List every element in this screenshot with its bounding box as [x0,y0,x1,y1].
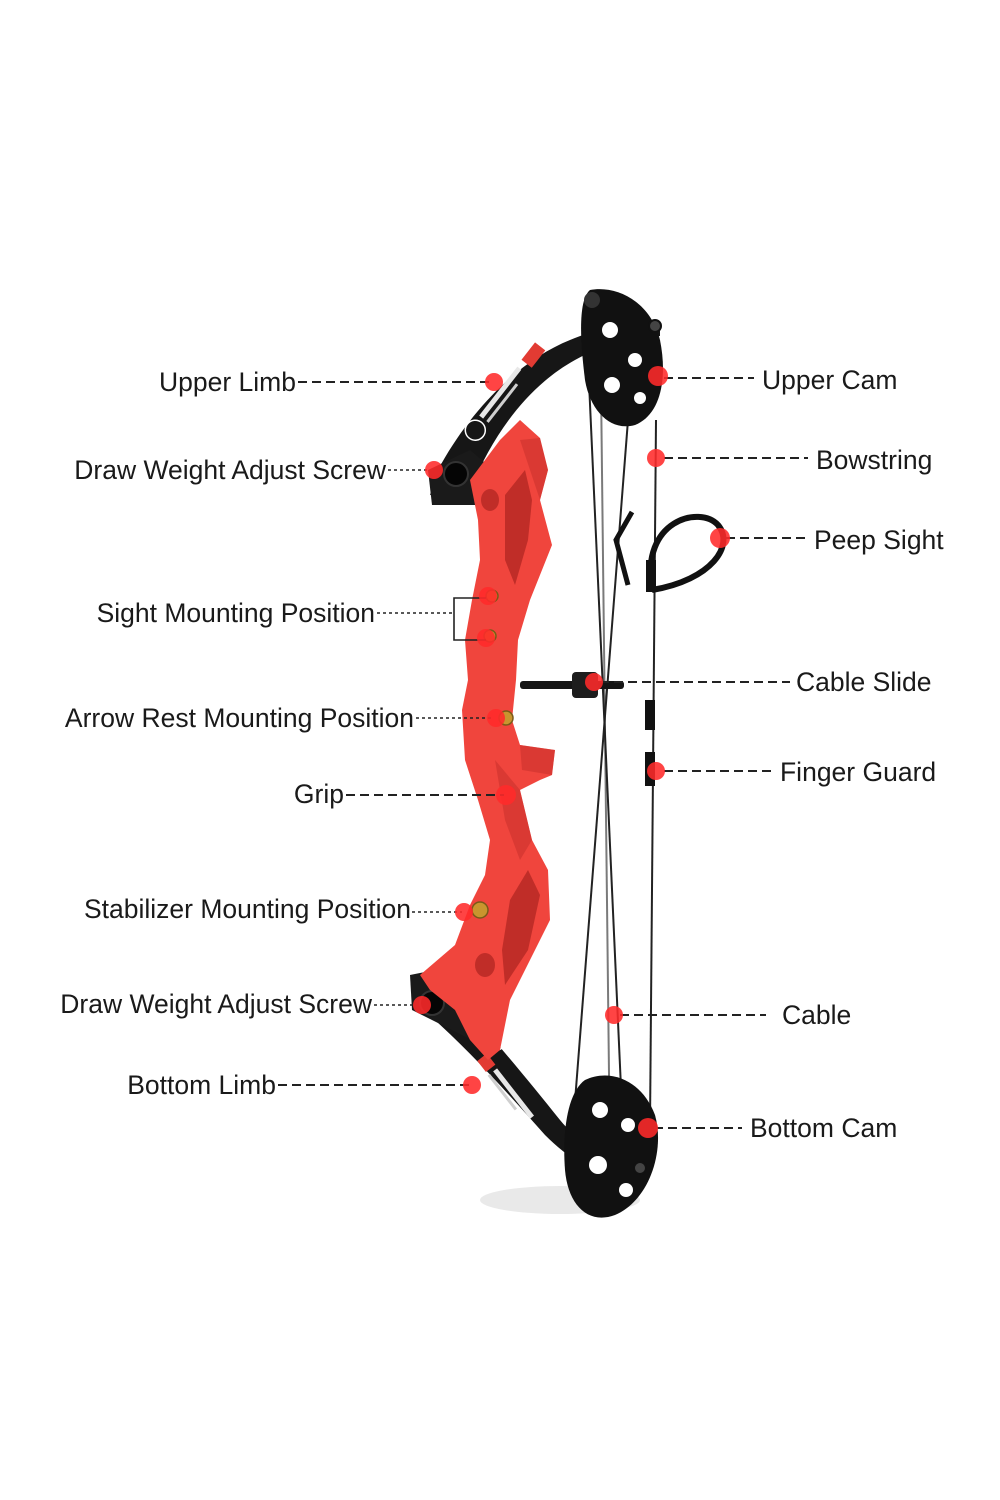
label-sight-mounting: Sight Mounting Position [97,598,375,628]
marker-sight-2 [477,629,495,647]
label-draw-weight-screw-bottom: Draw Weight Adjust Screw [60,989,373,1019]
label-upper-cam: Upper Cam [762,365,898,395]
riser-hole-2 [475,953,495,977]
upper-limb-shape [430,322,660,495]
label-bottom-cam: Bottom Cam [750,1113,897,1143]
riser-shade-upper [520,438,548,500]
cable-line-1 [571,419,629,1141]
marker-grip [496,785,516,805]
upper-limb-logo [464,342,546,441]
marker-stabilizer [455,903,473,921]
marker-peep-sight [710,528,730,548]
marker-bowstring [647,449,665,467]
strings [571,299,657,1161]
marker-sight-1 [479,587,497,605]
label-cable-slide: Cable Slide [796,667,932,697]
upper-cam-shape [581,289,663,427]
marker-cable [605,1006,623,1024]
marker-arrow-rest [487,709,505,727]
riser-grip-shade [495,760,532,860]
marker-cable-slide [585,673,603,691]
riser-cutout-upper [505,470,532,585]
marker-bottom-cam [638,1118,658,1138]
label-peep-sight: Peep Sight [814,525,944,555]
marker-draw-screw-bottom [413,996,431,1014]
label-bowstring: Bowstring [816,445,932,475]
marker-bottom-limb [463,1076,481,1094]
label-bottom-limb: Bottom Limb [127,1070,276,1100]
marker-dots [413,366,730,1138]
label-draw-weight-screw-top: Draw Weight Adjust Screw [74,455,387,485]
labels-right: Upper Cam Bowstring Peep Sight Cable Sli… [750,365,944,1143]
label-stabilizer-mounting: Stabilizer Mounting Position [84,894,411,924]
label-arrow-rest-mounting: Arrow Rest Mounting Position [65,703,414,733]
stabilizer-insert [471,901,489,919]
riser-hole-1 [481,489,499,511]
peep-sight-body [646,560,656,592]
marker-upper-limb [485,373,503,391]
label-grip: Grip [294,779,344,809]
marker-finger-guard [647,762,665,780]
sight-bracket [453,597,486,641]
leader-lines [278,377,810,1129]
label-finger-guard: Finger Guard [780,757,936,787]
finger-guard-body [645,700,655,730]
marker-draw-screw-top [425,461,443,479]
bow-illustration [410,289,727,1218]
bottom-cam-shape [564,1075,659,1218]
labels-left: Upper Limb Draw Weight Adjust Screw Sigh… [60,367,414,1100]
riser-shelf-shade [520,745,555,775]
cable-line-3 [599,299,611,1161]
peep-sight-tail [613,510,635,586]
peep-sight-tube [647,513,727,593]
label-cable: Cable [782,1000,851,1030]
riser-cutout-lower [502,870,540,985]
label-upper-limb: Upper Limb [159,367,296,397]
marker-upper-cam [648,366,668,386]
upper-screw-socket [443,461,469,487]
